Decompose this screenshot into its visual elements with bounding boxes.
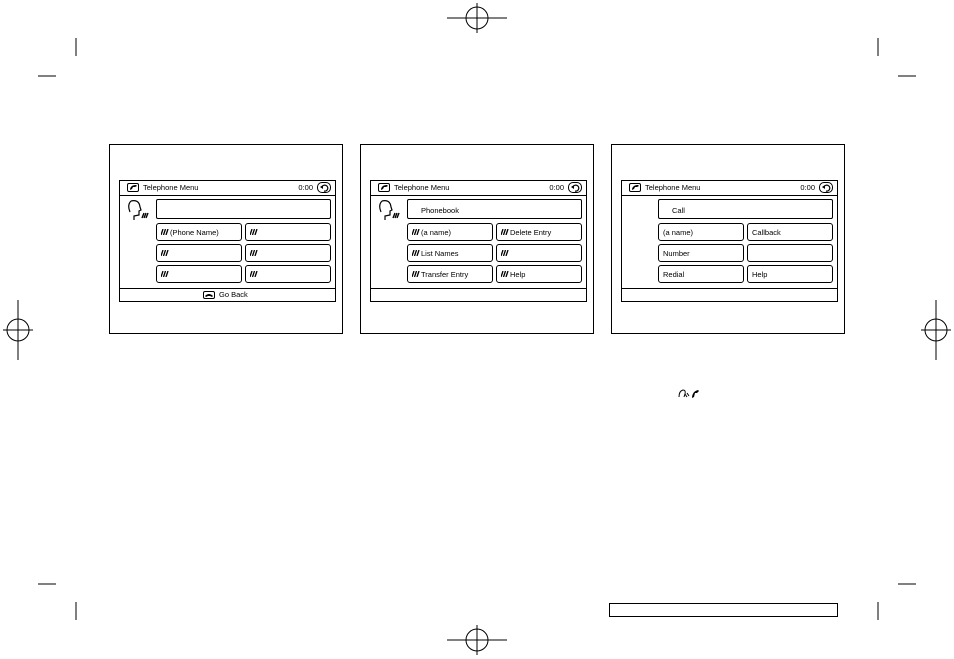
voice-command-icon [412, 229, 420, 235]
screen-panel-2: Telephone Menu 0:00 Phonebook (a name) D… [360, 144, 594, 334]
screen-panel-3: Telephone Menu 0:00 Call (a name) Callba… [611, 144, 845, 334]
page-footer-box [609, 603, 838, 617]
screen-title: Telephone Menu [143, 183, 199, 192]
voice-command-icon [412, 250, 420, 256]
voice-command-icon [161, 250, 169, 256]
back-arrow-icon[interactable] [819, 182, 833, 193]
menu-button[interactable] [156, 265, 242, 283]
button-label: Redial [663, 270, 685, 279]
menu-button[interactable] [156, 244, 242, 262]
voice-command-icon [250, 229, 258, 235]
phone-handset-icon [127, 183, 139, 192]
menu-button-transfer-entry[interactable]: Transfer Entry [407, 265, 493, 283]
menu-button-delete-entry[interactable]: Delete Entry [496, 223, 582, 241]
title-bar: Telephone Menu 0:00 [120, 181, 335, 196]
menu-button[interactable] [245, 265, 331, 283]
talk-icon [678, 389, 690, 398]
voice-command-icon [501, 271, 509, 277]
button-label: Callback [752, 228, 781, 237]
voice-command-icon [128, 200, 149, 220]
button-label: (a name) [663, 228, 694, 237]
voice-command-icon [161, 229, 169, 235]
phone-handset-icon [692, 390, 699, 398]
title-bar: Telephone Menu 0:00 [622, 181, 837, 196]
menu-button-a-name[interactable]: (a name) [407, 223, 493, 241]
entry-text: Phonebook [421, 206, 459, 215]
menu-button-list-names[interactable]: List Names [407, 244, 493, 262]
voice-command-icon [250, 250, 258, 256]
entry-text: Call [672, 206, 685, 215]
voice-command-icon [250, 271, 258, 277]
voice-command-icon [501, 250, 509, 256]
button-label: List Names [421, 249, 459, 258]
footer-bar [622, 288, 837, 301]
back-arrow-icon[interactable] [568, 182, 582, 193]
voice-command-icon [412, 271, 420, 277]
button-label: Help [510, 270, 526, 279]
menu-button[interactable] [245, 223, 331, 241]
screen-title: Telephone Menu [645, 183, 701, 192]
display-screen: Telephone Menu 0:00 Phonebook (a name) D… [370, 180, 587, 302]
display-screen: Telephone Menu 0:00 Call (a name) Callba… [621, 180, 838, 302]
menu-button-help[interactable]: Help [496, 265, 582, 283]
clock: 0:00 [298, 183, 313, 192]
button-label: Number [663, 249, 690, 258]
button-label: Help [752, 270, 768, 279]
title-bar: Telephone Menu 0:00 [371, 181, 586, 196]
menu-button-number[interactable]: Number [658, 244, 744, 262]
inline-icons [678, 389, 699, 398]
menu-button[interactable] [245, 244, 331, 262]
button-label: Transfer Entry [421, 270, 469, 279]
footer-bar: Go Back [120, 288, 335, 301]
menu-button-phone-name[interactable]: (Phone Name) [156, 223, 242, 241]
voice-entry-field: Phonebook [407, 199, 582, 219]
hang-up-icon [203, 291, 215, 299]
menu-button-redial[interactable]: Redial [658, 265, 744, 283]
back-arrow-icon[interactable] [317, 182, 331, 193]
menu-button-a-name[interactable]: (a name) [658, 223, 744, 241]
button-label: Delete Entry [510, 228, 552, 237]
voice-command-icon [161, 271, 169, 277]
menu-button[interactable] [747, 244, 833, 262]
screen-title: Telephone Menu [394, 183, 450, 192]
menu-button-callback[interactable]: Callback [747, 223, 833, 241]
voice-entry-field [156, 199, 331, 219]
voice-command-icon [501, 229, 509, 235]
footer-bar [371, 288, 586, 301]
screen-panel-1: Telephone Menu 0:00 (Phone Name) [109, 144, 343, 334]
display-screen: Telephone Menu 0:00 (Phone Name) [119, 180, 336, 302]
clock: 0:00 [549, 183, 564, 192]
phone-handset-icon [378, 183, 390, 192]
voice-command-icon [379, 200, 400, 220]
clock: 0:00 [800, 183, 815, 192]
menu-button-help[interactable]: Help [747, 265, 833, 283]
go-back-button[interactable]: Go Back [219, 290, 248, 299]
phone-handset-icon [629, 183, 641, 192]
button-label: (Phone Name) [170, 228, 219, 237]
menu-button[interactable] [496, 244, 582, 262]
button-label: (a name) [421, 228, 452, 237]
voice-entry-field: Call [658, 199, 833, 219]
